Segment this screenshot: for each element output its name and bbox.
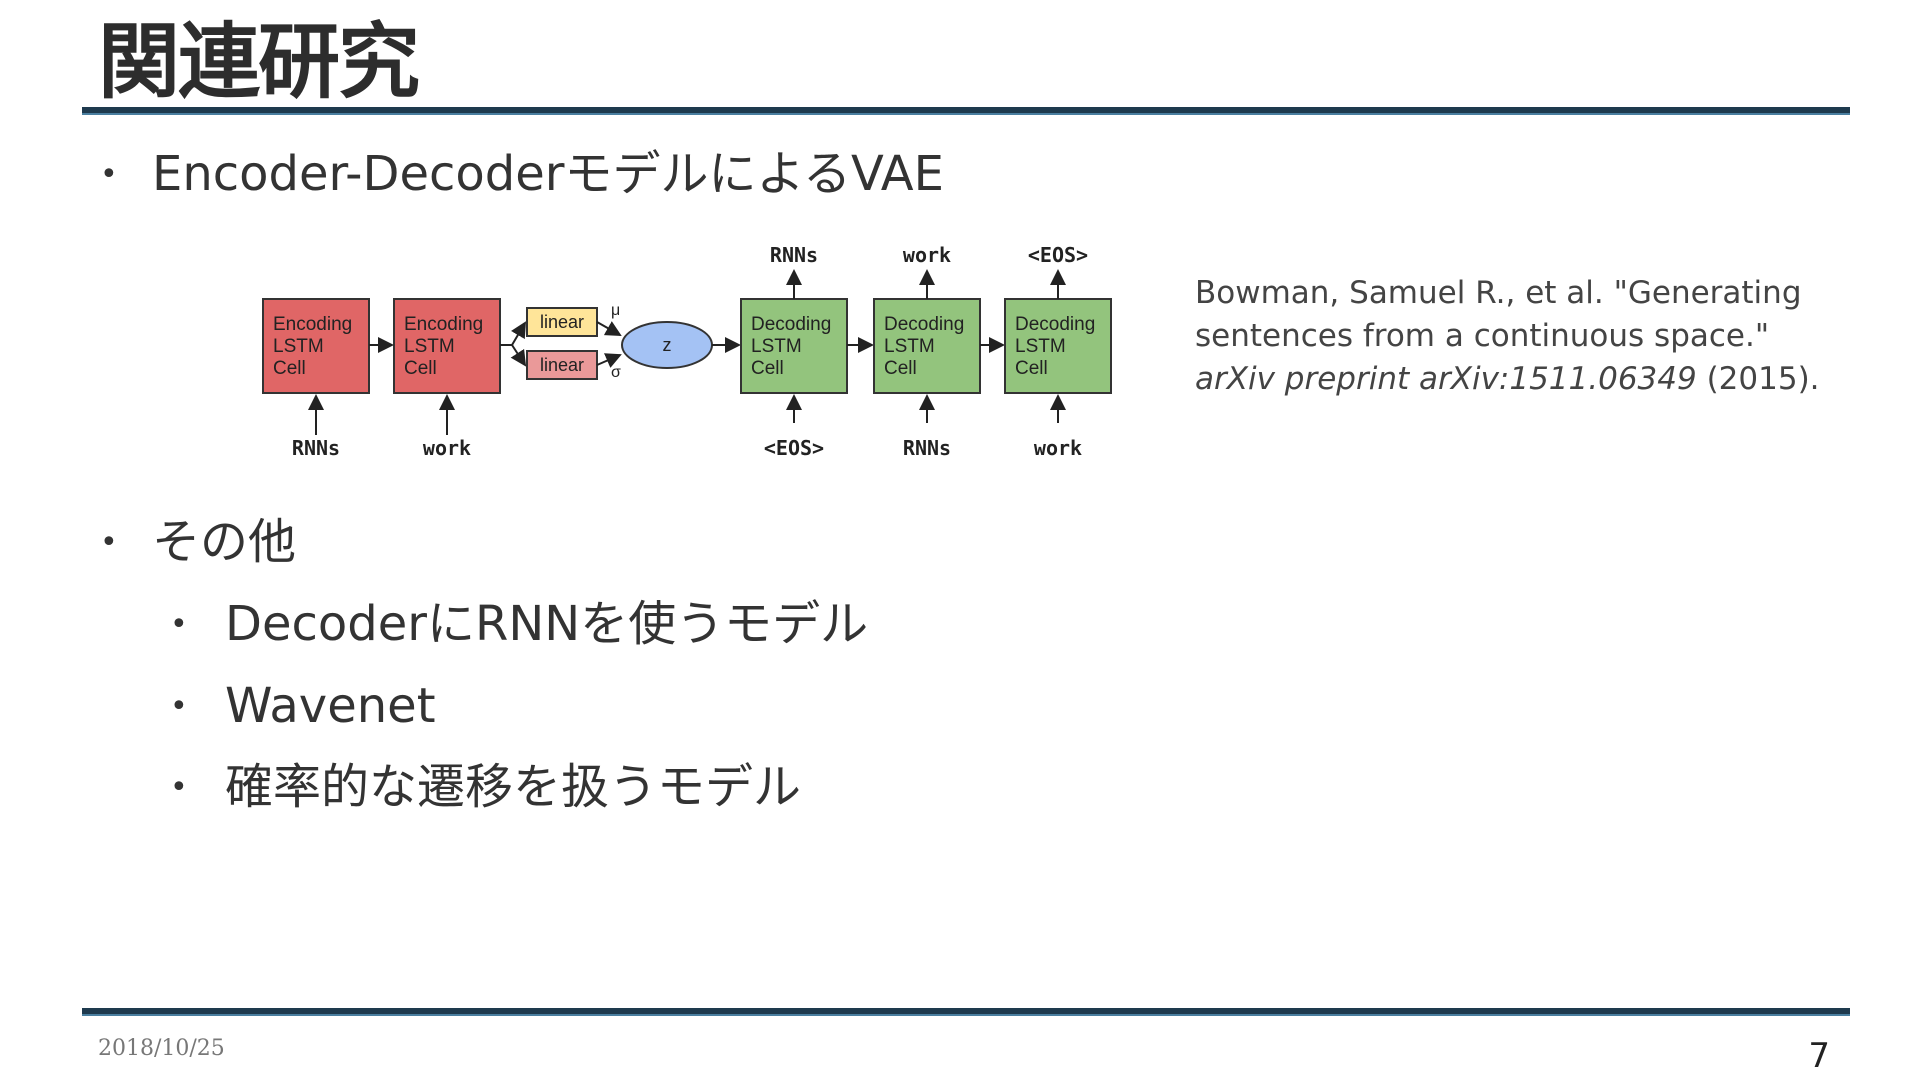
title-underline [82,107,1850,115]
citation: Bowman, Samuel R., et al. "Generating se… [1195,272,1835,401]
bullet-dot: • [100,157,118,192]
encoder-cell-label-line2: LSTM [273,336,324,357]
bullet-dot: • [170,689,188,724]
input-token: RNNs [292,436,340,460]
encoder-cell-label-line3: Cell [404,358,437,379]
footer-rule [82,1008,1850,1016]
bullet-text: Encoder-DecoderモデルによるVAE [152,146,944,202]
sigma-to-z-arrow [596,353,622,368]
input-token: work [1034,436,1082,460]
encoder-cell-label-line1: Encoding [404,314,483,335]
linear-sigma-label: linear [540,355,584,375]
decoder-cell-label-line3: Cell [884,358,917,379]
mu-symbol: μ [611,302,620,319]
decoder-cell-label-line3: Cell [1015,358,1048,379]
citation-line3: arXiv preprint arXiv:1511.06349 (2015). [1195,358,1835,401]
mu-to-z-arrow [596,321,622,336]
split-arrow-sigma [510,344,527,367]
bullet-dot: • [170,770,188,805]
encoder-cell-box [262,298,370,394]
encoder-cell-label-line2: LSTM [404,336,455,357]
decoder-cell-label-line1: Decoding [751,314,831,335]
vae-diagram: EncodingLSTMCellRNNsEncodingLSTMCellwork… [262,243,1112,460]
encoder-cell-label-line3: Cell [273,358,306,379]
linear-mu-box [526,307,598,337]
citation-line2: sentences from a continuous space." [1195,318,1770,354]
input-token: <EOS> [764,436,824,460]
decoder-cell-label-line2: LSTM [884,336,935,357]
bullet-dot: • [170,607,188,642]
linear-mu-label: linear [540,312,584,332]
decoder-cell-label-line2: LSTM [751,336,802,357]
citation-journal: arXiv preprint arXiv:1511.06349 [1195,361,1697,397]
slide-title: 関連研究 [98,15,420,110]
citation-line1: Bowman, Samuel R., et al. "Generating [1195,275,1802,311]
output-token: <EOS> [1028,243,1088,267]
sub-bullet-text: DecoderにRNNを使うモデル [225,596,869,652]
decoder-cell-label-line1: Decoding [1015,314,1095,335]
page-number: 7 [1808,1036,1830,1076]
input-token: RNNs [903,436,951,460]
decoder-cell-label-line2: LSTM [1015,336,1066,357]
bullet-text: その他 [152,514,297,570]
encoder-cell-label-line1: Encoding [273,314,352,335]
citation-year: (2015). [1696,361,1820,397]
bullet-dot: • [100,525,118,560]
sub-bullet-text: Wavenet [225,678,436,734]
footer-date: 2018/10/25 [98,1036,225,1061]
z-label: z [663,335,672,355]
decoder-cell-box [1004,298,1112,394]
output-token: work [903,243,951,267]
decoder-cell-label-line3: Cell [751,358,784,379]
sigma-symbol: σ [611,364,621,381]
decoder-cell-label-line1: Decoding [884,314,964,335]
sub-bullet-text: 確率的な遷移を扱うモデル [225,759,802,815]
output-token: RNNs [770,243,818,267]
input-token: work [423,436,471,460]
split-arrow-mu [500,321,527,346]
